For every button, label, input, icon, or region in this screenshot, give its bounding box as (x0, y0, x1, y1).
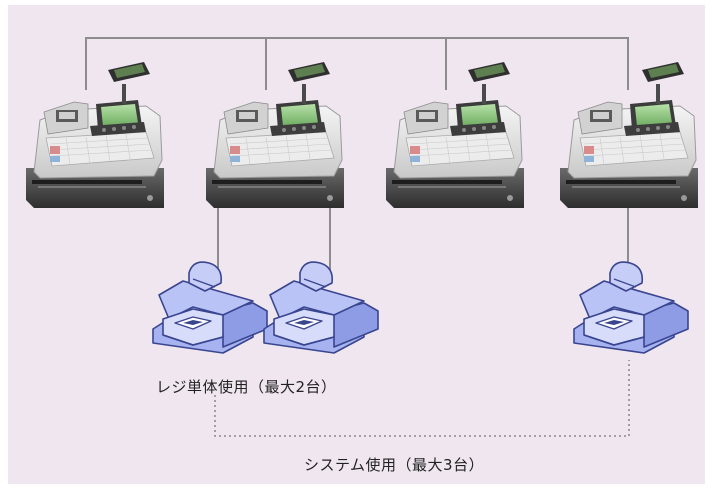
standalone-usage-label: レジ単体使用（最大2台） (156, 378, 337, 396)
receipt-printer-3 (573, 261, 689, 354)
printer-cables (217, 200, 629, 270)
system-usage-label: システム使用（最大3台） (304, 456, 485, 474)
system-group-dotted-line (214, 360, 630, 437)
receipt-printer-2 (263, 261, 379, 354)
receipt-printer-1 (152, 261, 268, 354)
cash-register-3 (385, 61, 525, 209)
system-network-line (85, 37, 629, 90)
network-diagram (25, 37, 699, 437)
cash-register-2 (205, 61, 345, 209)
diagram-canvas: レジ単体使用（最大2台） システム使用（最大3台） (8, 5, 705, 484)
cash-register-1 (25, 61, 165, 209)
